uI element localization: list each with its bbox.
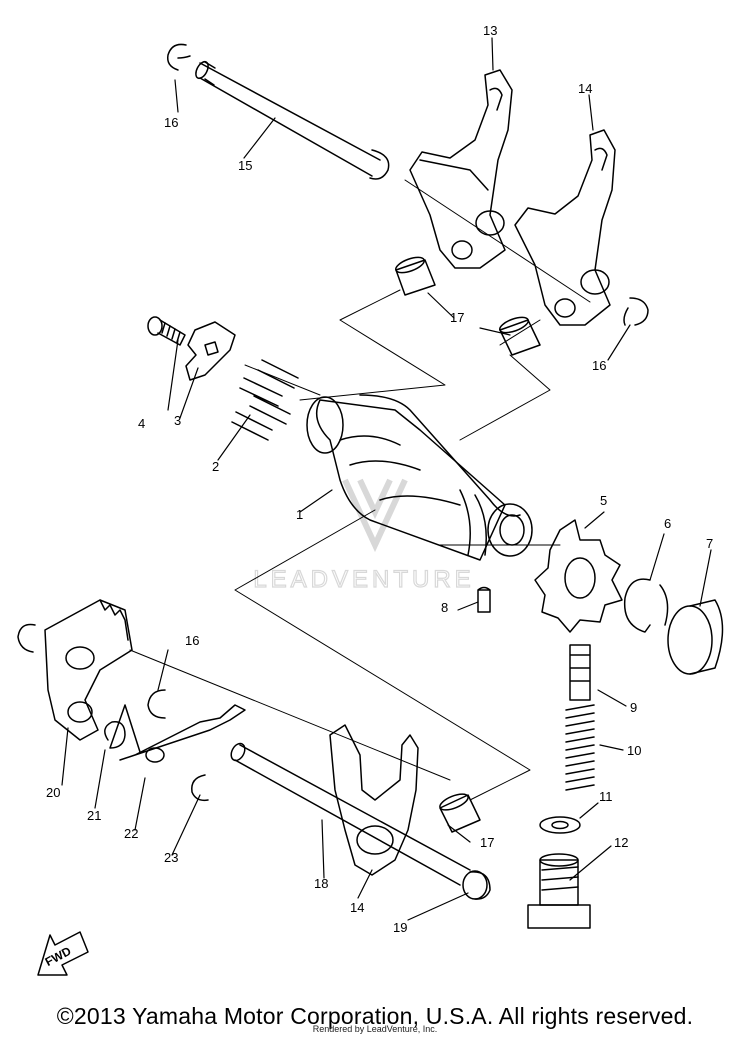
part-label-1: 1 [296, 507, 303, 522]
part-label-2: 2 [212, 459, 219, 474]
part-label-12: 12 [614, 835, 628, 850]
segment-plate-3 [185, 321, 236, 381]
circlip-left [17, 623, 36, 653]
part-label-4: 4 [138, 416, 145, 431]
shift-cam-pins [231, 359, 299, 441]
part-label-14-lower: 14 [350, 900, 364, 915]
part-labels: 1 2 3 4 5 6 7 8 9 10 11 12 13 14 14 15 1… [46, 23, 713, 935]
part-label-18: 18 [314, 876, 328, 891]
shift-fork-14-lower [329, 724, 419, 876]
upper-shift-fork-shaft [195, 60, 390, 180]
part-label-3: 3 [174, 413, 181, 428]
return-spring-21 [104, 704, 141, 753]
stopper-plate-hole [564, 557, 596, 599]
rendered-by-notice: Rendered by LeadVenture, Inc. [312, 1024, 438, 1034]
part-label-10: 10 [627, 743, 641, 758]
shift-arm-22 [119, 704, 246, 761]
cover-7 [667, 599, 724, 675]
guide-pin-lower [439, 794, 481, 833]
part-label-5: 5 [600, 493, 607, 508]
spring-10 [565, 704, 595, 791]
fwd-label: FWD [43, 944, 74, 969]
part-label-17-lower: 17 [480, 835, 494, 850]
circlip-6 [623, 578, 669, 633]
watermark-text: LEADVENTURE [253, 566, 474, 593]
part-label-20: 20 [46, 785, 60, 800]
part-label-16-upper-left: 16 [164, 115, 178, 130]
cap-19 [462, 870, 491, 900]
part-label-19: 19 [393, 920, 407, 935]
part-label-9: 9 [630, 700, 637, 715]
shift-fork-14-upper [514, 129, 616, 326]
shift-lever-20 [44, 599, 133, 741]
part-label-23: 23 [164, 850, 178, 865]
circlip-upper-left [166, 43, 191, 71]
pin-8 [477, 586, 491, 613]
circlip-23 [191, 774, 209, 802]
plug-bolt-12 [527, 853, 591, 929]
part-label-15: 15 [238, 158, 252, 173]
copyright-notice: ©2013 Yamaha Motor Corporation, U.S.A. A… [56, 1003, 694, 1029]
part-label-21: 21 [87, 808, 101, 823]
washer-11 [539, 816, 581, 834]
part-label-8: 8 [441, 600, 448, 615]
part-label-16-upper-right: 16 [592, 358, 606, 373]
screw-4 [147, 316, 186, 346]
exploded-parts-diagram: LEADVENTURE [17, 23, 724, 976]
circlip-upper-right [623, 297, 649, 326]
plunger-9 [569, 644, 591, 701]
leader-lines [61, 37, 712, 921]
watermark: LEADVENTURE [253, 478, 474, 594]
part-label-22: 22 [124, 826, 138, 841]
shift-fork-13 [409, 69, 513, 269]
stopper-plate-5 [534, 519, 623, 633]
part-label-17-upper: 17 [450, 310, 464, 325]
part-label-16-lower: 16 [185, 633, 199, 648]
part-label-11: 11 [599, 789, 613, 804]
shift-drum-1 [306, 394, 533, 561]
fwd-arrow-icon [37, 931, 89, 976]
guide-pins-upper [395, 256, 541, 356]
circlip-lower-middle [147, 689, 166, 719]
part-label-6: 6 [664, 516, 671, 531]
part-label-14-upper: 14 [578, 81, 592, 96]
lower-shift-fork-shaft [230, 742, 471, 886]
part-label-13: 13 [483, 23, 497, 38]
assembly-lines [129, 179, 591, 801]
part-label-7: 7 [706, 536, 713, 551]
